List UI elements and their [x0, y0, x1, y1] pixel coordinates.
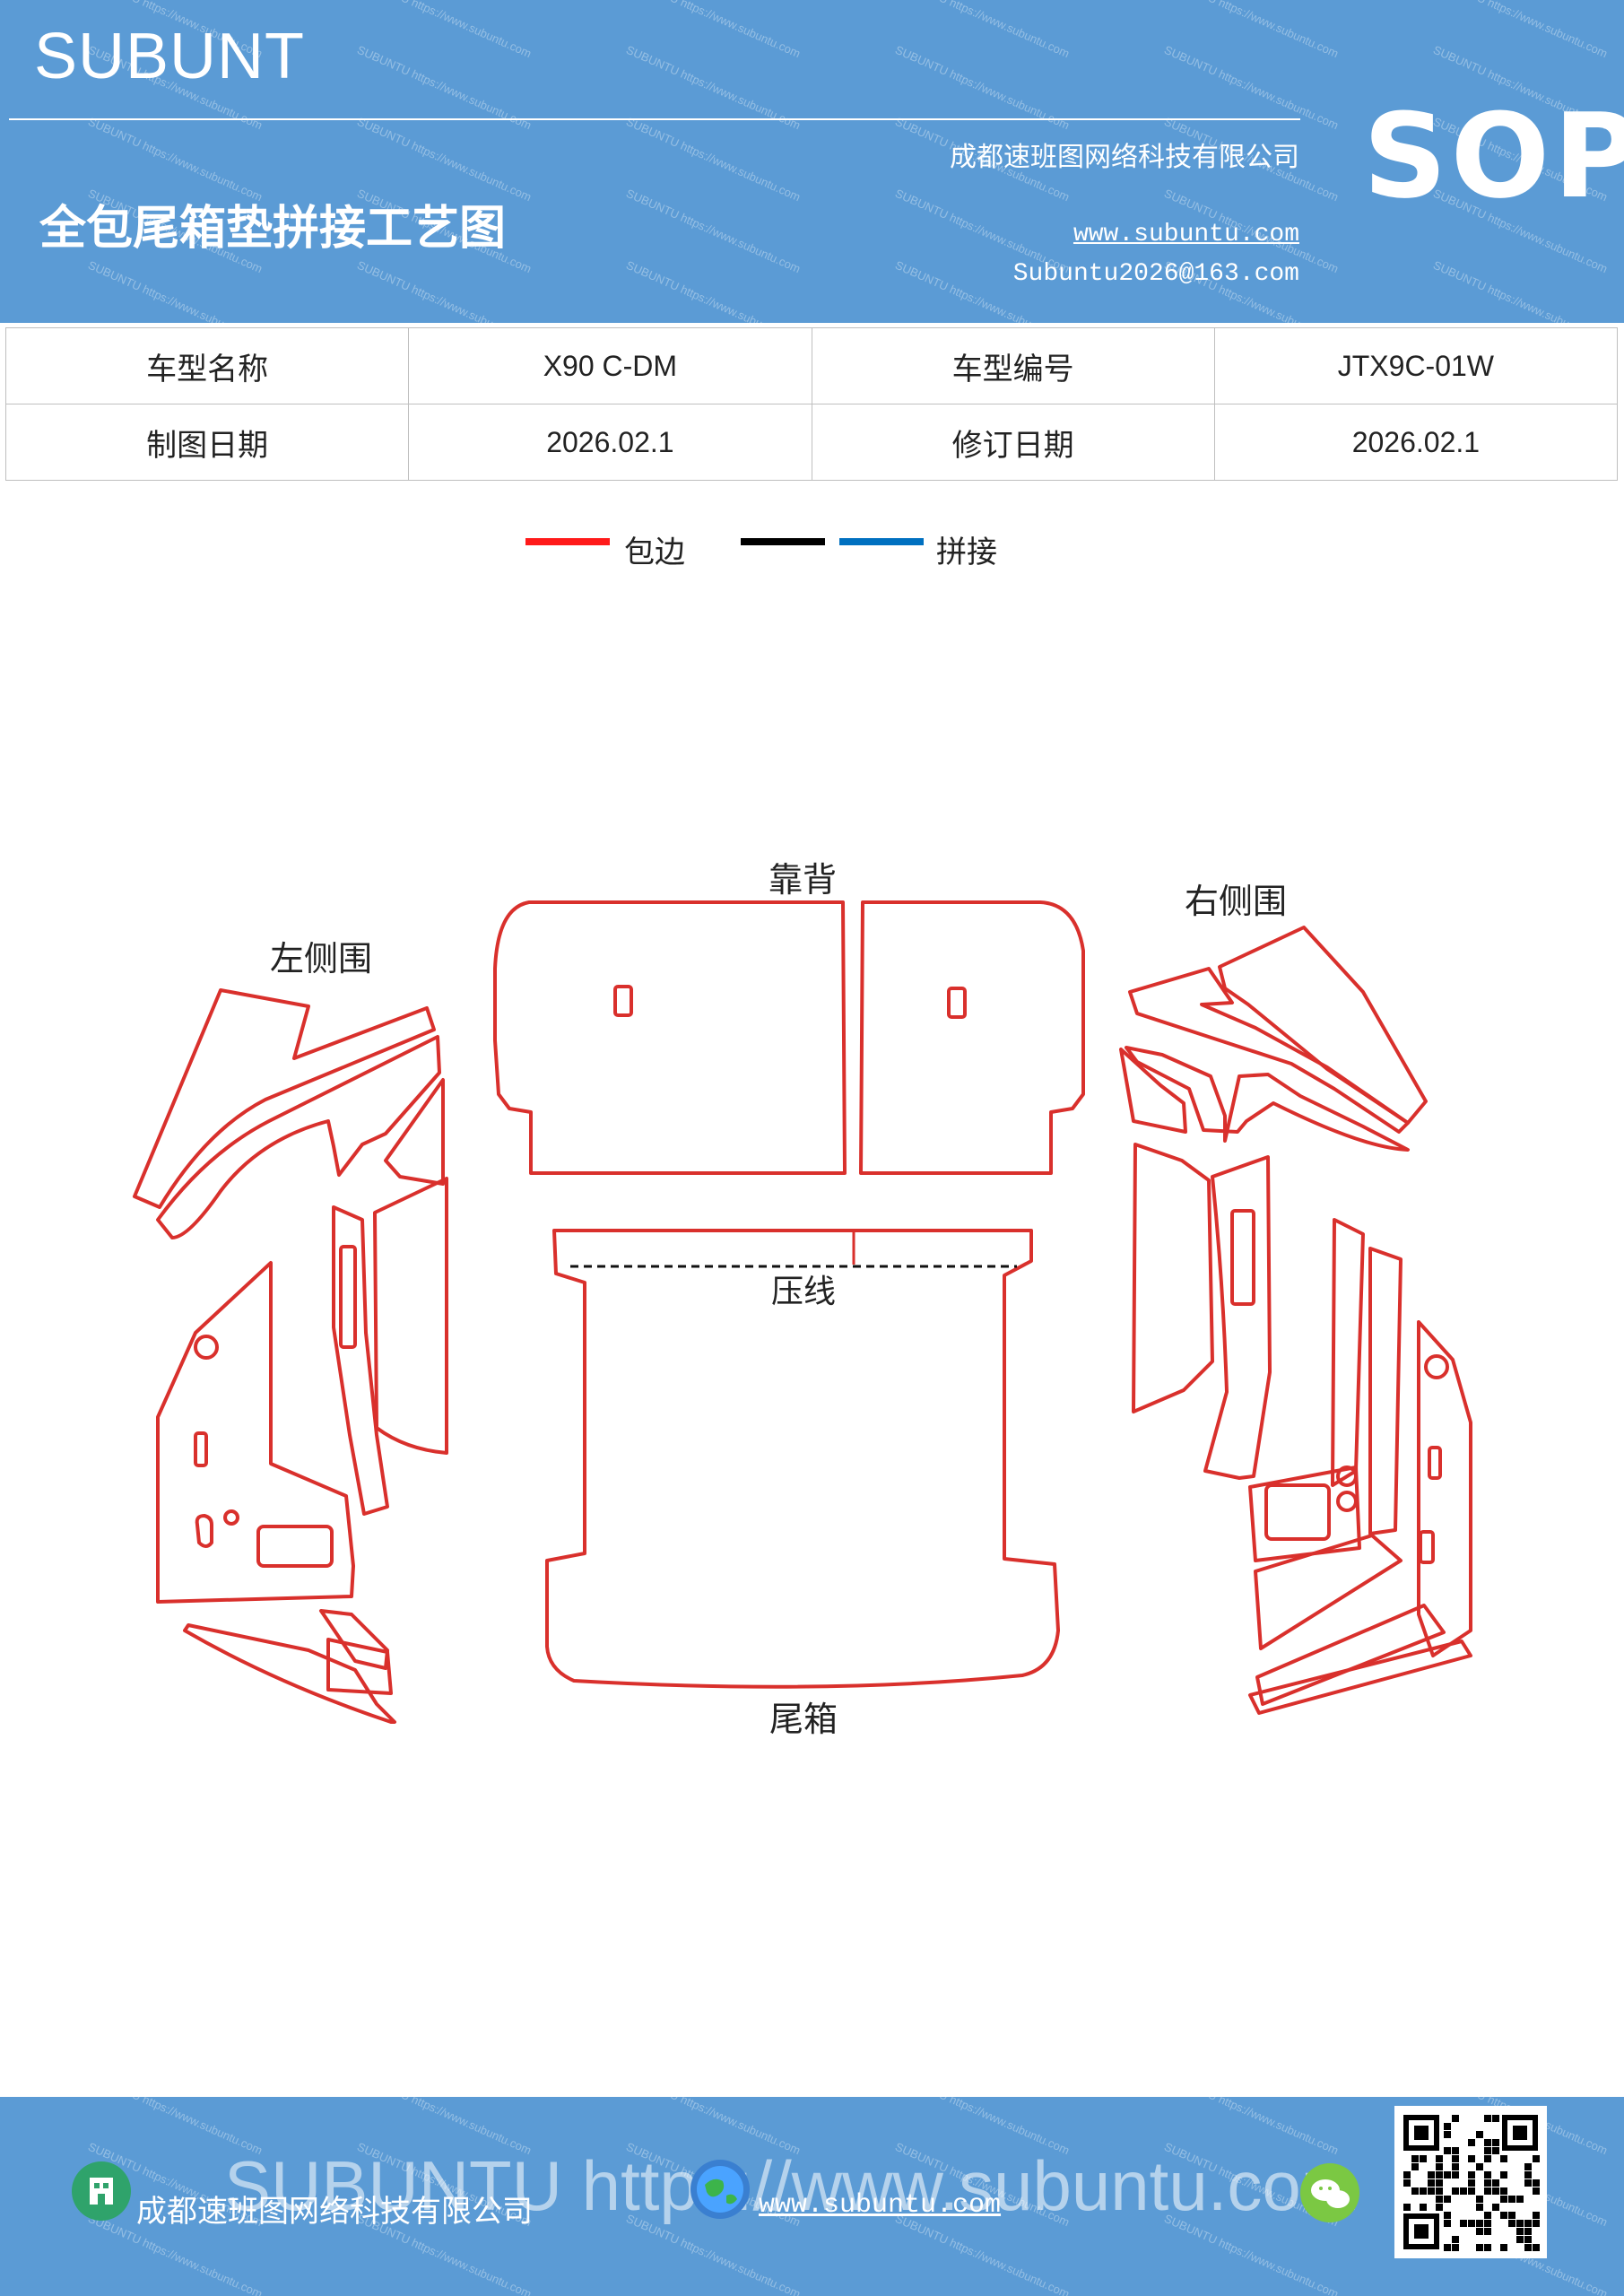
footer-watermark-text: SUBUNTU https://www.subuntu.com	[224, 2146, 1359, 2225]
right-side-left-column	[1132, 1143, 1214, 1413]
company-name: 成都速班图网络科技有限公司	[950, 142, 1299, 173]
right-side-slot-b	[1428, 1446, 1442, 1480]
right-side-lower-strip-b	[1255, 1604, 1446, 1706]
left-side-slot	[339, 1245, 357, 1349]
info-value-cell: X90 C-DM	[408, 327, 812, 404]
label-trunk: 尾箱	[769, 1700, 838, 1739]
legend-label-edge: 包边	[624, 535, 685, 570]
label-crease: 压线	[771, 1274, 836, 1310]
header-divider	[9, 118, 1300, 120]
label-left-side: 左侧围	[270, 939, 372, 978]
right-side-hole-e	[1336, 1491, 1358, 1512]
left-side-hole-d	[223, 1509, 239, 1526]
right-side-lower-block	[1248, 1465, 1361, 1562]
line-legend: 包边 拼接	[0, 520, 1624, 574]
right-side-slot	[1230, 1209, 1255, 1306]
brand-name: SUBUNT	[34, 21, 306, 92]
right-side-narrow-column-b	[1368, 1247, 1403, 1535]
right-side-tall-column	[1203, 1155, 1272, 1480]
legend-label-join: 拼接	[936, 535, 997, 570]
left-side-lower-main	[156, 1261, 355, 1604]
label-right-side: 右侧围	[1185, 882, 1287, 921]
info-label-cell: 修订日期	[811, 404, 1215, 481]
right-side-upper-strip	[1128, 967, 1410, 1134]
backrest-left-panel	[493, 900, 847, 1175]
website-link[interactable]: www.subuntu.com	[1073, 221, 1299, 248]
left-side-hole-c	[195, 1514, 213, 1548]
wechat-icon	[1300, 2163, 1359, 2222]
right-side-mid-strip	[1125, 1046, 1410, 1152]
backrest-left-hole	[613, 985, 633, 1017]
left-side-hole-a	[194, 1335, 219, 1360]
right-side-window	[1264, 1483, 1331, 1541]
info-label-cell: 车型名称	[4, 327, 410, 404]
info-label-cell: 车型编号	[811, 327, 1215, 404]
backrest-right-hole	[947, 987, 967, 1019]
right-side-narrow-column-a	[1331, 1218, 1365, 1487]
legend-swatch-black	[741, 538, 825, 545]
right-side-bottom-edge	[1248, 1639, 1472, 1715]
left-side-inner-column	[332, 1205, 389, 1516]
left-side-slot-b	[194, 1431, 208, 1467]
right-side-hole-d	[1336, 1465, 1358, 1487]
document-title: 全包尾箱垫拼接工艺图	[39, 201, 507, 256]
footer-company-name: 成都速班图网络科技有限公司	[136, 2194, 533, 2230]
info-value-cell: JTX9C-01W	[1213, 327, 1619, 404]
left-side-corner-b	[326, 1638, 393, 1695]
left-side-upper-outer	[133, 988, 436, 1209]
backrest-right-panel	[859, 900, 1085, 1175]
trunk-floor-panel	[545, 1229, 1060, 1689]
globe-icon	[690, 2160, 750, 2219]
legend-swatch-join	[839, 538, 924, 545]
info-value-cell: 2026.02.1	[1213, 404, 1619, 481]
left-side-window	[256, 1525, 334, 1568]
building-icon	[72, 2161, 131, 2221]
right-side-lower-strip-a	[1254, 1534, 1403, 1650]
right-side-small-flap	[1119, 1048, 1187, 1134]
left-side-vertical-strip	[384, 1078, 445, 1186]
footer-website-link[interactable]: www.subuntu.com	[759, 2190, 1002, 2221]
left-side-lower-edge	[183, 1623, 396, 1724]
label-backrest: 靠背	[769, 860, 837, 900]
left-side-right-column	[373, 1177, 448, 1455]
right-side-slot-c	[1419, 1530, 1435, 1564]
qr-code[interactable]	[1394, 2106, 1547, 2258]
info-value-cell: 2026.02.1	[408, 404, 812, 481]
legend-swatch-edge	[525, 538, 610, 545]
left-side-mid-strip	[156, 1035, 441, 1239]
contact-email[interactable]: Subuntu2026@163.com	[1012, 260, 1299, 288]
sop-badge: SOP	[1363, 88, 1624, 224]
info-label-cell: 制图日期	[4, 404, 410, 481]
right-side-outer-column	[1417, 1320, 1472, 1657]
right-side-hole-a	[1424, 1354, 1449, 1379]
